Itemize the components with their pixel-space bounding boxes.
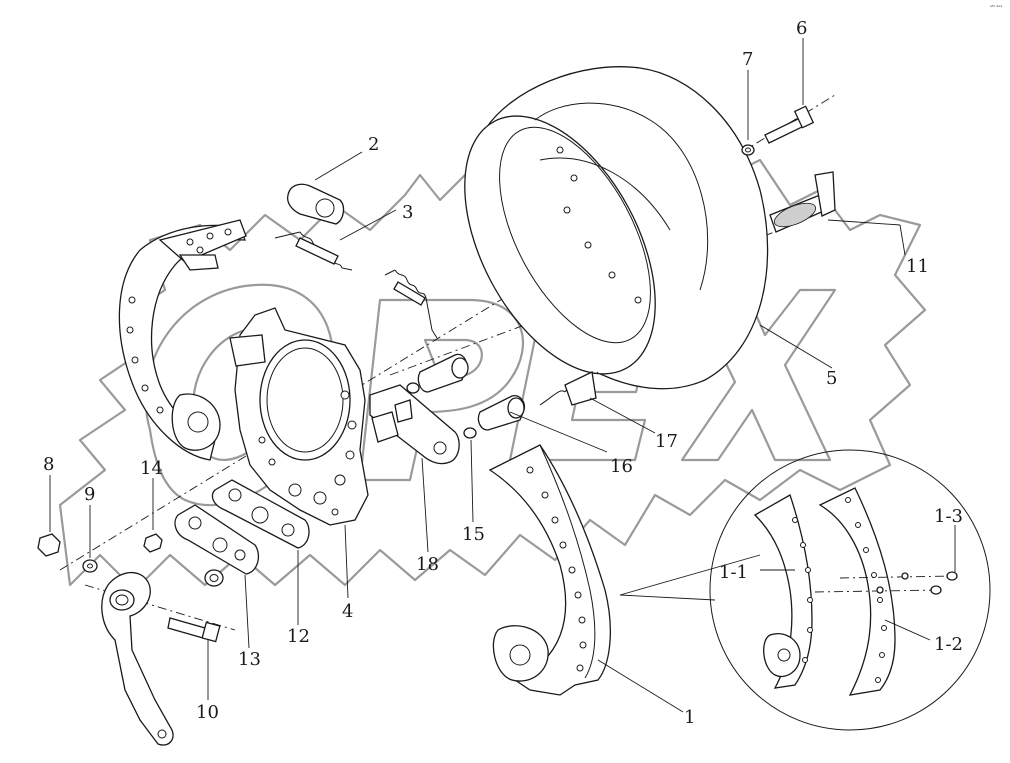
return-spring-lower — [539, 371, 599, 406]
drum-washer — [741, 144, 755, 156]
callout-labels: 1 1-1 1-2 1-3 2 3 4 5 6 7 8 9 10 11 12 1… — [43, 18, 963, 728]
callout-11: 11 — [906, 256, 929, 277]
callout-14: 14 — [140, 458, 163, 479]
guide-pin-upper — [417, 353, 469, 393]
nut-14 — [143, 533, 163, 553]
guide-washer-lower — [463, 427, 477, 439]
nut-8 — [37, 533, 61, 557]
callout-17: 17 — [655, 431, 678, 452]
guide-washer-upper — [406, 382, 420, 394]
callout-7: 7 — [742, 49, 753, 70]
callout-1: 1 — [684, 707, 695, 728]
brake-back-plate — [229, 307, 369, 526]
lever-bracket — [174, 504, 260, 587]
callout-12: 12 — [287, 626, 310, 647]
callout-1-3: 1-3 — [934, 506, 963, 527]
cam-bracket — [369, 384, 460, 465]
washer-9 — [82, 559, 98, 573]
callout-8: 8 — [43, 454, 54, 475]
callout-16: 16 — [610, 456, 633, 477]
callout-1-1: 1-1 — [719, 562, 748, 583]
callout-2: 2 — [368, 134, 379, 155]
callout-10: 10 — [196, 702, 219, 723]
callout-1-2: 1-2 — [934, 634, 963, 655]
brake-lever — [101, 571, 174, 746]
return-spring-upper — [274, 231, 353, 271]
bolt-10 — [167, 617, 221, 643]
callout-18: 18 — [416, 554, 439, 575]
brake-shoe-lower — [488, 444, 611, 696]
brake-shoe-upper — [118, 219, 247, 461]
leader-lines — [49, 38, 956, 713]
camshaft — [769, 171, 836, 233]
brake-drum — [464, 66, 769, 390]
callout-6: 6 — [796, 18, 807, 39]
corner-mark: ᵃᴹ ᵈᵉᵃ — [990, 5, 1002, 11]
drum-bolt — [764, 105, 815, 144]
link-plate — [211, 479, 310, 549]
callout-5: 5 — [826, 368, 837, 389]
callout-9: 9 — [84, 484, 95, 505]
callout-4: 4 — [342, 601, 353, 622]
callout-13: 13 — [238, 649, 261, 670]
callout-15: 15 — [462, 524, 485, 545]
return-spring-middle — [384, 269, 438, 339]
shoe-anchor-pin — [286, 183, 345, 225]
detail-view-circle — [709, 449, 991, 731]
callout-3: 3 — [402, 202, 413, 223]
